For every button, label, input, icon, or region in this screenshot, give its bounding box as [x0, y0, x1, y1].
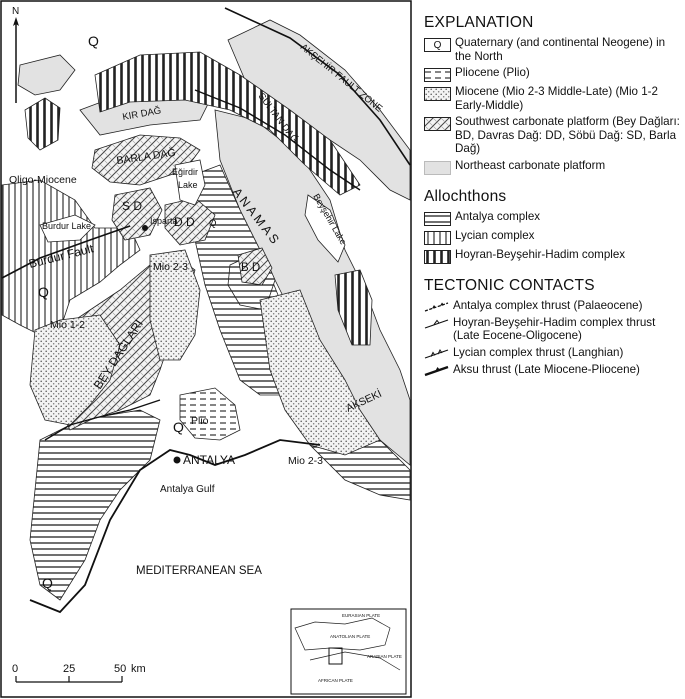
antalya-thrust-symbol-icon [424, 301, 449, 313]
swatch-hoyran-complex [424, 249, 451, 264]
lycian-unit-west [1, 179, 141, 336]
label-q-sw: Q [42, 575, 53, 591]
label-q-north: Q [88, 33, 99, 49]
legend-item-antalya-complex: Antalya complex [424, 210, 680, 226]
swatch-antalya-complex [424, 211, 451, 226]
legend-item-miocene: Miocene (Mio 2-3 Middle-Late) (Mio 1-2 E… [424, 85, 680, 112]
label-egirdir-lake-1: Eğirdir [172, 167, 198, 177]
legend-item-hoyran-thrust: Hoyran-Beyşehir-Hadim complex thrust (La… [424, 316, 680, 343]
legend-item-aksu-thrust: Aksu thrust (Late Miocene-Pliocene) [424, 363, 680, 377]
label-bd: B D [241, 262, 260, 274]
geology-units [1, 19, 411, 601]
north-label: N [12, 6, 19, 17]
hoyran-thrust-symbol-icon [424, 318, 449, 330]
label-isparta: Isparta [150, 216, 178, 226]
scale-tick-0: 0 [12, 663, 18, 675]
legend-title-allochthons: Allochthons [424, 187, 507, 205]
hoyran-unit-sultan-dag [94, 51, 361, 196]
antalya-thrust-west [44, 399, 161, 441]
lycian-thrust-symbol-icon [424, 348, 449, 360]
legend-text-antalya-complex: Antalya complex [455, 209, 541, 223]
legend-text-aksu-thrust: Aksu thrust (Late Miocene-Pliocene) [453, 362, 640, 376]
legend-item-pliocene: Pliocene (Plio) [424, 66, 680, 82]
inset-african: AFRICAN PLATE [318, 678, 353, 683]
burdur-fault-line [1, 225, 131, 279]
inset-anatolian: ANATOLIAN PLATE [330, 634, 370, 639]
sultan-thrust-line [194, 89, 361, 191]
inset-arabian: ARABIAN PLATE [367, 654, 402, 659]
legend-item-sw-platform: Southwest carbonate platform (Bey Dağlar… [424, 115, 680, 156]
label-q-egirdir: Q [209, 218, 216, 229]
legend-item-ne-platform: Northeast carbonate platform [424, 159, 680, 175]
scale-tick-50: 50 [114, 663, 126, 675]
miocene-mio-23-south [259, 289, 381, 456]
burdur-lake [39, 214, 96, 243]
legend-text-antalya-thrust: Antalya complex thrust (Palaeocene) [453, 298, 643, 312]
legend-item-lycian-thrust: Lycian complex thrust (Langhian) [424, 346, 680, 360]
sw-platform-sobu [111, 187, 163, 241]
swatch-lycian-complex [424, 230, 451, 245]
legend-item-antalya-thrust: Antalya complex thrust (Palaeocene) [424, 299, 680, 313]
legend-item-lycian-complex: Lycian complex [424, 229, 680, 245]
label-mio-23-south: Mio 2-3 [288, 455, 323, 467]
aksehir-fault-zone-line [224, 7, 411, 166]
hoyran-unit-east [334, 269, 373, 346]
legend-text-hoyran-complex: Hoyran-Beyşehir-Hadim complex [455, 247, 626, 261]
label-sd: S D [122, 199, 142, 213]
beysehir-lake [304, 194, 346, 263]
label-oligo-miocene: Oligo-Miocene [9, 174, 77, 186]
legend-text-lycian-thrust: Lycian complex thrust (Langhian) [453, 345, 624, 359]
miocene-mio-12 [29, 314, 121, 426]
legend-title-tectonic: TECTONIC CONTACTS [424, 276, 595, 294]
legend-text-quaternary: Quaternary (and continental Neogene) in … [455, 36, 666, 63]
pliocene-unit [179, 387, 241, 441]
legend-text-sw-platform: Southwest carbonate platform (Bey Dağlar… [455, 115, 680, 155]
legend-text-hoyran-thrust: Hoyran-Beyşehir-Hadim complex thrust (La… [453, 315, 656, 343]
hoyran-unit-west [24, 97, 61, 151]
north-arrow: N [12, 6, 19, 103]
legend-text-miocene: Miocene (Mio 2-3 Middle-Late) (Mio 1-2 E… [455, 85, 658, 112]
egirdir-lake [174, 159, 206, 206]
legend-item-quaternary: Q Quaternary (and continental Neogene) i… [424, 36, 680, 63]
label-mio-12: Mio 1-2 [50, 319, 85, 331]
legend-title-explanation: EXPLANATION [424, 14, 534, 31]
label-antalya-gulf: Antalya Gulf [160, 484, 215, 495]
label-q-antalya: Q [173, 419, 184, 435]
legend: EXPLANATION Q Quaternary (and continenta… [424, 14, 680, 380]
scale-bar: 0 25 50 km [12, 663, 146, 683]
scale-unit: km [131, 663, 146, 675]
aksu-thrust-symbol-icon [424, 365, 449, 377]
miocene-mio-23-north [149, 249, 201, 361]
label-burdur-lake: Burdur Lake [42, 221, 91, 231]
label-antalya: ANTALYA [183, 453, 235, 467]
swatch-quaternary: Q [424, 38, 451, 52]
legend-text-ne-platform: Northeast carbonate platform [455, 158, 606, 172]
coast-line [29, 439, 321, 614]
label-plio: Plio [191, 415, 209, 427]
scale-tick-25: 25 [63, 663, 75, 675]
label-egirdir-lake-2: Lake [178, 180, 198, 190]
legend-text-pliocene: Pliocene (Plio) [455, 66, 530, 79]
inset-map: EURASIAN PLATE ANATOLIAN PLATE ARABIAN P… [290, 608, 407, 695]
isparta-marker [142, 225, 148, 231]
swatch-miocene [424, 87, 451, 101]
swatch-ne-platform [424, 160, 451, 175]
label-q-burdur: Q [38, 284, 49, 300]
antalya-marker [173, 456, 181, 464]
legend-text-lycian-complex: Lycian complex [455, 228, 535, 242]
sw-platform-bd-east [237, 247, 273, 286]
label-mediterranean-sea: MEDITERRANEAN SEA [136, 565, 262, 577]
tectonic-lines [1, 7, 411, 614]
legend-item-hoyran-complex: Hoyran-Beyşehir-Hadim complex [424, 248, 680, 264]
antalya-complex-west [29, 409, 161, 601]
swatch-sw-platform [424, 117, 451, 131]
label-dd: D D [174, 215, 195, 229]
northeast-platform-north [17, 54, 76, 96]
swatch-pliocene [424, 68, 451, 82]
inset-eurasian: EURASIAN PLATE [342, 613, 380, 618]
label-mio-23-north: Mio 2-3 [153, 261, 188, 273]
